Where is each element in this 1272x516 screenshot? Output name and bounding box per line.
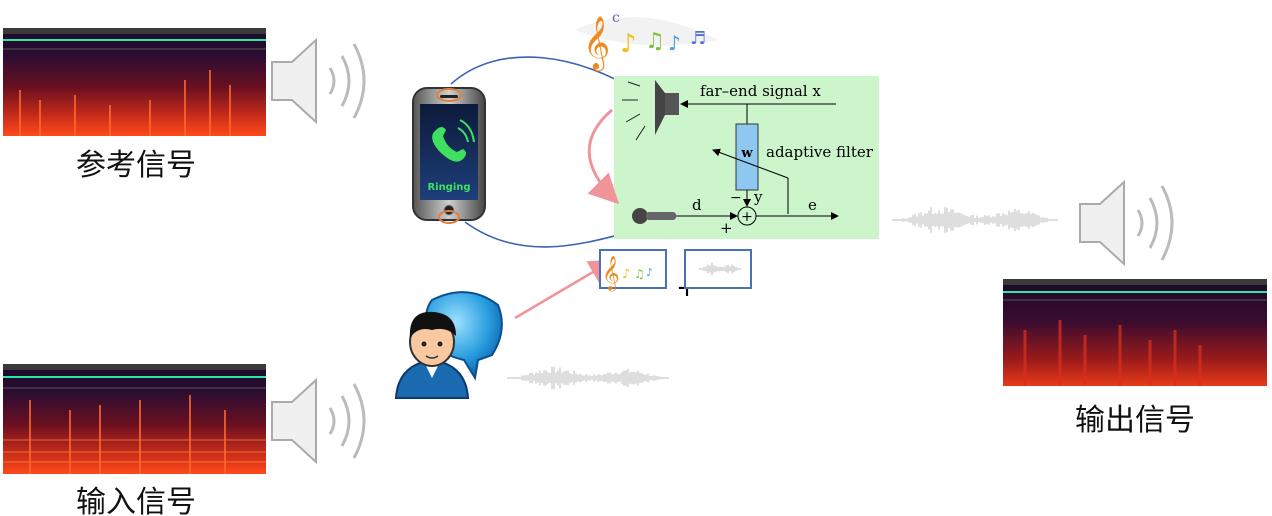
aec-block: far–end signal x w adaptive filter − y +… (614, 76, 879, 239)
svg-text:♬: ♬ (690, 28, 706, 49)
output-label: 输出信号 (1075, 403, 1195, 438)
speaker-person-icon (394, 291, 503, 399)
input-label: 输入信号 (76, 485, 196, 516)
speech-arrow (514, 259, 615, 320)
speaker-icon (271, 377, 366, 465)
speaker-icon (1079, 179, 1174, 267)
svg-text:♪: ♪ (668, 31, 681, 55)
svg-text:♫: ♫ (645, 29, 665, 54)
plus-bottom-label: + (720, 219, 733, 237)
speech-mix-box (684, 249, 752, 289)
music-notes-icon: 𝄞 ♪ ♫ ♪ ♬ c (575, 10, 718, 71)
speaker-icon (271, 37, 366, 125)
output-spectrogram (1003, 279, 1267, 386)
adaptive-filter-label: adaptive filter (766, 143, 874, 161)
svg-text:𝄞: 𝄞 (583, 15, 610, 71)
music-mix-box: 𝄞 ♪ ♫ ♪ (599, 249, 667, 292)
phone-icon: Ringing (412, 87, 486, 224)
near-end-waveform (507, 366, 669, 390)
summer-plus: + (741, 209, 753, 225)
input-spectrogram (3, 364, 266, 474)
weight-label: w (740, 146, 753, 161)
reference-spectrogram (3, 28, 266, 136)
far-end-label: far–end signal x (700, 82, 821, 100)
echo-arrow (587, 108, 620, 205)
d-label: d (692, 196, 702, 214)
svg-text:♪: ♪ (622, 267, 630, 282)
output-waveform (892, 207, 1058, 233)
minus-sign: − (730, 190, 742, 206)
svg-text:♫: ♫ (634, 267, 645, 281)
loudspeaker-icon (622, 80, 679, 141)
reference-label: 参考信号 (76, 148, 196, 183)
svg-text:c: c (612, 10, 620, 26)
svg-text:𝄞: 𝄞 (602, 256, 620, 292)
svg-text:♪: ♪ (646, 266, 653, 279)
y-label: y (753, 188, 763, 206)
e-label: e (808, 196, 817, 214)
phone-screen-text: Ringing (427, 182, 470, 193)
svg-text:♪: ♪ (620, 29, 637, 59)
bottom-link-curve (464, 221, 631, 248)
microphone-icon (632, 208, 676, 224)
